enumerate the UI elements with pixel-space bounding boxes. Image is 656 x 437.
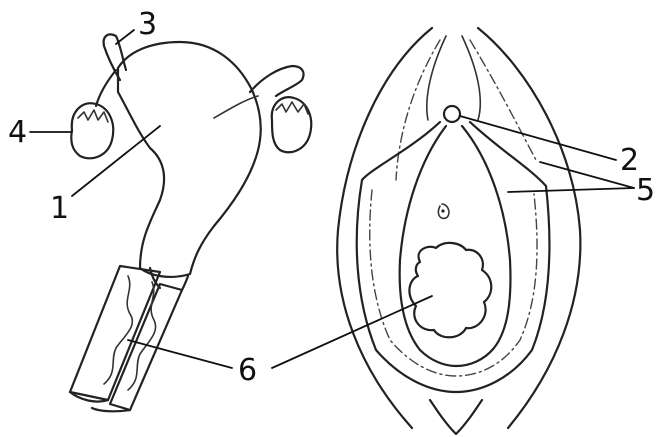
labia-fold-left xyxy=(396,40,440,180)
vagina-cut-left xyxy=(70,266,160,400)
label-6: 6 xyxy=(238,353,257,388)
labels: 1 2 3 4 5 6 xyxy=(8,7,655,388)
labia-inner-right xyxy=(462,36,480,120)
internal-organs-figure xyxy=(70,34,311,411)
labia-inner-left xyxy=(427,36,446,120)
label-5: 5 xyxy=(636,173,655,208)
left-tube-to-ovary xyxy=(96,70,116,106)
labia-minora-inner-dash xyxy=(370,190,537,376)
urethral-dot xyxy=(441,209,444,212)
label-1: 1 xyxy=(50,191,69,226)
right-tube-inner xyxy=(214,96,258,118)
external-genitalia-figure xyxy=(337,28,580,434)
labia-minora-outline xyxy=(357,122,550,392)
vestibule-outline xyxy=(400,126,511,366)
label-4: 4 xyxy=(8,115,27,150)
leader-6b xyxy=(272,296,432,368)
vagina-wavy-inner xyxy=(104,276,132,384)
left-ovary-fimbria xyxy=(78,110,108,122)
uterus-outline xyxy=(118,42,261,277)
leader-6a xyxy=(128,340,232,368)
right-ovary-fimbria xyxy=(276,102,308,114)
leader-1 xyxy=(72,126,160,196)
labia-majora-outline xyxy=(337,28,580,428)
label-3: 3 xyxy=(138,7,157,42)
vaginal-opening xyxy=(409,243,491,337)
leader-5b xyxy=(508,188,634,192)
perineum xyxy=(430,400,482,434)
right-oviduct xyxy=(250,66,304,96)
leader-2 xyxy=(460,116,616,160)
clitoris xyxy=(444,106,460,122)
leader-3 xyxy=(116,30,134,44)
vagina-wavy-inner-2 xyxy=(128,282,156,390)
